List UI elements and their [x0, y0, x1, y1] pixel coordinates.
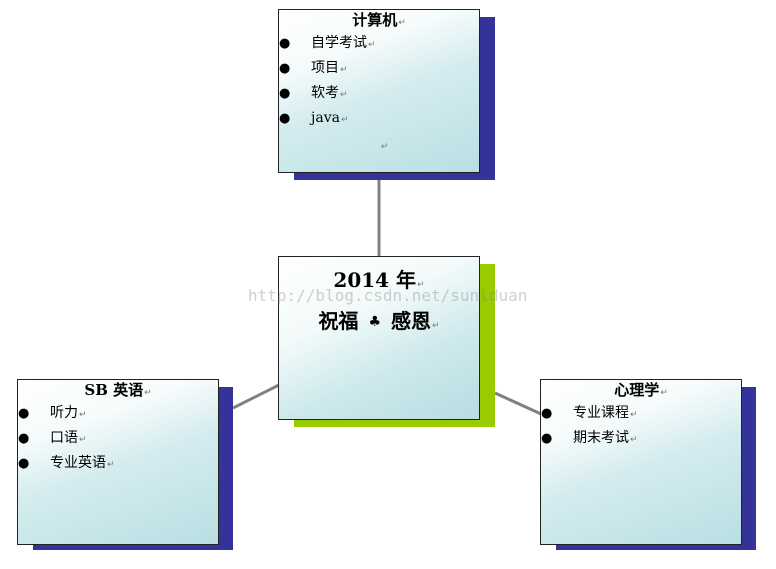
node-english-card: SB 英语↵ ●听力↵ ●口语↵ ●专业英语↵	[17, 379, 219, 545]
node-psychology-list: ●专业课程↵ ●期末考试↵	[541, 402, 741, 452]
paragraph-mark-icon: ↵	[417, 280, 425, 290]
node-english-list: ●听力↵ ●口语↵ ●专业英语↵	[18, 402, 218, 477]
paragraph-mark-icon: ↵	[340, 90, 348, 100]
paragraph-mark-icon: ↵	[630, 435, 638, 445]
paragraph-mark-icon: ↵	[368, 40, 376, 50]
list-item: ●期末考试↵	[541, 427, 741, 452]
paragraph-mark-icon: ↵	[144, 388, 152, 398]
node-center-card: 2014 年↵ 祝福♣感恩↵	[278, 256, 480, 420]
paragraph-mark-icon: ↵	[630, 410, 638, 420]
list-item: ●口语↵	[18, 427, 218, 452]
node-computer-list: ●自学考试↵ ●项目↵ ●软考↵ ●java↵	[279, 32, 479, 132]
bullet-icon: ●	[279, 36, 291, 51]
watermark-text: http://blog.csdn.net/sunlduan	[248, 286, 528, 305]
list-item: ●项目↵	[279, 57, 479, 82]
node-computer-title: 计算机	[352, 11, 398, 29]
list-item: ●自学考试↵	[279, 32, 479, 57]
connector-right	[494, 391, 542, 416]
paragraph-mark-icon: ↵	[79, 410, 87, 420]
paragraph-mark-icon: ↵	[340, 65, 348, 75]
node-computer-card: 计算机↵ ●自学考试↵ ●项目↵ ●软考↵ ●java↵ ↵	[278, 9, 480, 173]
bullet-icon: ●	[279, 86, 291, 101]
bullet-icon: ●	[279, 61, 291, 76]
node-psychology-card: 心理学↵ ●专业课程↵ ●期末考试↵	[540, 379, 742, 545]
paragraph-mark-icon: ↵	[398, 18, 406, 28]
paragraph-mark-icon: ↵	[340, 115, 349, 125]
paragraph-mark-icon: ↵	[380, 142, 389, 152]
bullet-icon: ●	[18, 456, 30, 471]
list-item: ●java↵	[279, 107, 479, 132]
center-blessing-right: 感恩	[391, 309, 431, 333]
paragraph-mark-icon: ↵	[107, 460, 115, 470]
connector-left	[232, 383, 280, 410]
club-icon: ♣	[368, 314, 381, 330]
center-blessing-left: 祝福	[318, 309, 359, 333]
node-english-title: SB 英语	[84, 381, 144, 399]
paragraph-mark-icon: ↵	[79, 435, 87, 445]
bullet-icon: ●	[541, 406, 553, 421]
bullet-icon: ●	[18, 431, 30, 446]
center-year: 2014 年	[333, 268, 417, 292]
bullet-icon: ●	[541, 431, 553, 446]
bullet-icon: ●	[18, 406, 30, 421]
list-item: ●软考↵	[279, 82, 479, 107]
paragraph-mark-icon: ↵	[660, 388, 668, 398]
list-item: ●专业英语↵	[18, 452, 218, 477]
paragraph-mark-icon: ↵	[432, 321, 440, 331]
bullet-icon: ●	[279, 111, 291, 126]
node-psychology-title: 心理学	[614, 381, 660, 399]
list-item: ●专业课程↵	[541, 402, 741, 427]
list-item: ●听力↵	[18, 402, 218, 427]
